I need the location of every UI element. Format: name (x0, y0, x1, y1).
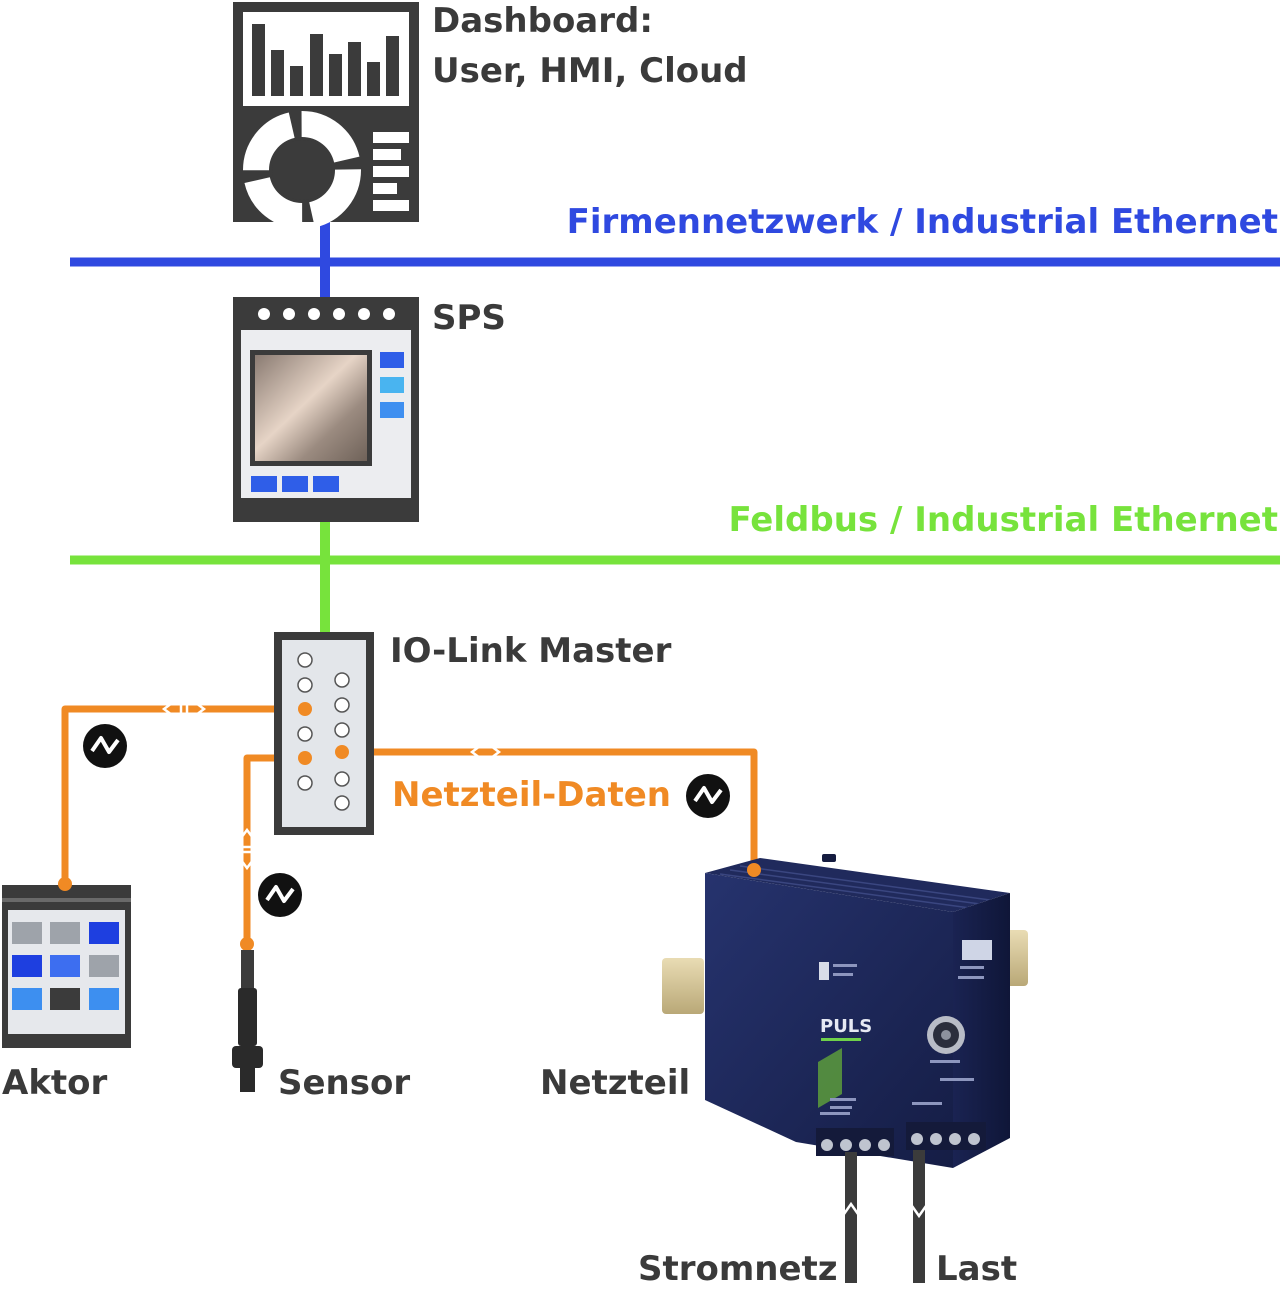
io-link-master-label: IO-Link Master (390, 631, 672, 671)
fieldbus-label: Feldbus / Industrial Ethernet (728, 500, 1278, 540)
plc-label: SPS (432, 298, 506, 338)
company-network-label: Firmennetzwerk / Industrial Ethernet (566, 202, 1278, 242)
io-link-cable-actuator (61, 705, 305, 884)
io-link-symbol-icon (686, 774, 730, 818)
bidirectional-arrow-actuator (161, 702, 207, 716)
power-supply-brand-logo: PULS (820, 1016, 872, 1037)
io-link-symbol-icon (83, 724, 127, 768)
io-link-symbol-icon (258, 873, 302, 917)
plc-device-icon (233, 297, 419, 522)
dashboard-label-subtitle: User, HMI, Cloud (432, 51, 748, 91)
io-link-cable-power-supply (342, 748, 758, 870)
sensor-device-icon (232, 937, 263, 1092)
power-supply-data-label: Netzteil-Daten (392, 775, 671, 815)
load-cable (910, 1150, 928, 1283)
mains-label: Stromnetz (638, 1249, 838, 1289)
actuator-label: Aktor (2, 1063, 108, 1103)
mains-cable (842, 1152, 860, 1283)
io-link-cables (61, 705, 758, 944)
dashboard-device-icon (233, 2, 419, 229)
power-supply-device-icon: PULS (662, 854, 1028, 1168)
io-link-master-device-icon (274, 632, 374, 835)
load-label: Last (936, 1249, 1018, 1289)
sensor-label: Sensor (278, 1063, 411, 1103)
bidirectional-arrow-sensor (240, 827, 254, 871)
bidirectional-arrow-power-supply (469, 745, 502, 759)
actuator-device-icon (2, 877, 131, 1048)
dashboard-label-title: Dashboard: (432, 1, 653, 41)
power-supply-label: Netzteil (540, 1063, 691, 1103)
